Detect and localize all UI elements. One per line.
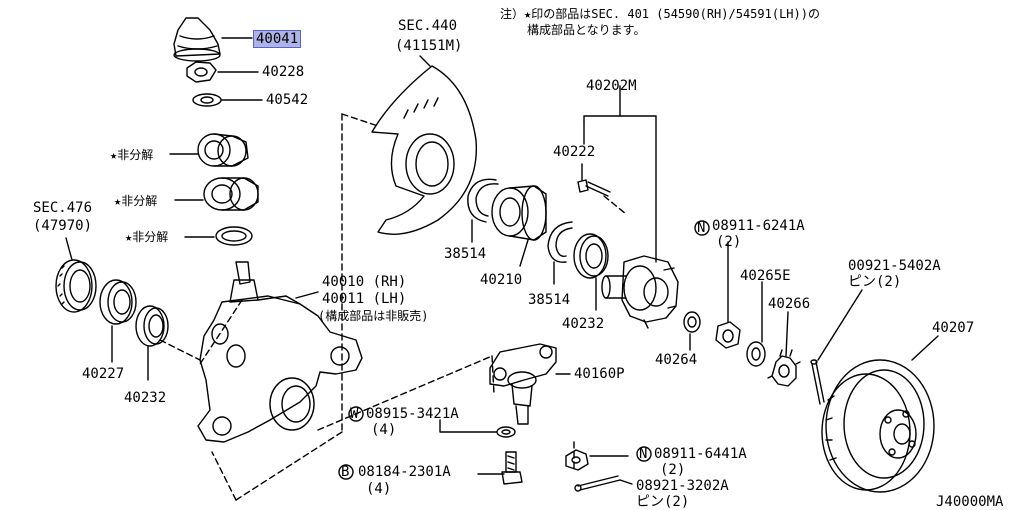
non-disassembly-label-1: ★非分解 (110, 148, 154, 162)
nut-40228[interactable] (186, 61, 217, 83)
part-label-40222[interactable]: 40222 (553, 144, 596, 160)
steering-knuckle[interactable] (197, 261, 363, 443)
snap-ring-38514-b[interactable] (547, 221, 573, 263)
note-line-2: 構成部品となります。 (527, 23, 646, 37)
part-label-00921-5402a[interactable]: 00921-5402A (848, 258, 941, 274)
part-label-38514-b[interactable]: 38514 (528, 292, 571, 308)
part-label-08911-6441a[interactable]: 08911-6441A (654, 446, 747, 462)
part-qty-08911-6241a: (2) (716, 234, 742, 250)
seal-40227[interactable] (99, 279, 137, 325)
part-qty-08184: (4) (366, 481, 392, 497)
part-label-08921-3202a[interactable]: 08921-3202A (636, 478, 729, 494)
bolt-08184[interactable] (501, 451, 523, 485)
part-qty-08921: ピン(2) (636, 494, 690, 510)
part-label-40265e[interactable]: 40265E (740, 268, 791, 284)
abs-sensor-ring-47970[interactable] (55, 259, 97, 313)
part-label-08915-3421a[interactable]: 08915-3421A (366, 406, 459, 422)
section-label-47970[interactable]: (47970) (33, 218, 93, 234)
section-label-41151m[interactable]: (41151M) (395, 38, 463, 54)
bearing-upper[interactable] (197, 133, 249, 167)
dust-boot-40041[interactable] (173, 17, 221, 62)
nut-08911-6441a[interactable] (565, 449, 589, 471)
part-note-not-sold: (構成部品は非販売) (318, 309, 429, 323)
circle-n-2: N (639, 446, 648, 462)
brake-disc-40207[interactable] (821, 359, 935, 493)
section-label-sec476[interactable]: SEC.476 (33, 200, 93, 216)
lock-nut-08911-6241a[interactable] (715, 321, 741, 349)
cotter-pin-00921-5402a[interactable] (810, 359, 825, 405)
washer-40542[interactable] (192, 93, 222, 107)
part-label-08184-2301a[interactable]: 08184-2301A (358, 464, 451, 480)
note-line-1: 注）★印の部品はSEC. 401 (54590(RH)/54591(LH))の (500, 7, 820, 21)
washer-40265e[interactable] (746, 341, 766, 367)
part-label-40266[interactable]: 40266 (768, 296, 811, 312)
part-label-40041[interactable]: 40041 (253, 30, 302, 48)
non-disassembly-label-3: ★非分解 (125, 230, 169, 244)
part-label-40210[interactable]: 40210 (480, 272, 523, 288)
seal-40232-left[interactable] (135, 305, 169, 347)
part-label-38514-a[interactable]: 38514 (444, 246, 487, 262)
part-qty-08915: (4) (371, 422, 397, 438)
backing-plate-41151m[interactable] (371, 65, 478, 235)
part-label-08911-6241a[interactable]: 08911-6241A (712, 218, 805, 234)
part-label-40160p[interactable]: 40160P (574, 366, 625, 382)
diagram-id: J40000MA (936, 494, 1004, 510)
washer-08915[interactable] (496, 426, 516, 438)
assembly-guide-lines (159, 113, 627, 501)
part-label-40232-left[interactable]: 40232 (124, 390, 167, 406)
part-label-40207[interactable]: 40207 (932, 320, 975, 336)
wheel-hub-40202m[interactable] (601, 255, 679, 329)
circle-w: W (350, 406, 359, 422)
circle-n-1: N (697, 220, 706, 236)
hub-bearing-40210[interactable] (491, 185, 547, 241)
part-label-40232-right[interactable]: 40232 (562, 316, 605, 332)
seal-ring[interactable] (215, 226, 253, 246)
washer-40264[interactable] (683, 311, 701, 333)
part-qty-00921: ピン(2) (848, 274, 902, 290)
section-label-sec440[interactable]: SEC.440 (398, 18, 458, 34)
hub-bolt-40222[interactable] (577, 179, 611, 197)
part-label-40264[interactable]: 40264 (655, 352, 698, 368)
seal-40232-right[interactable] (573, 233, 609, 279)
part-label-40202m[interactable]: 40202M (586, 78, 637, 94)
part-label-40010[interactable]: 40010 (RH) (322, 274, 407, 290)
bearing-middle[interactable] (203, 177, 259, 211)
part-label-40228[interactable]: 40228 (262, 64, 305, 80)
part-qty-08911-6441a: (2) (660, 462, 686, 478)
non-disassembly-label-2: ★非分解 (114, 194, 158, 208)
cotter-pin-08921[interactable] (574, 475, 621, 492)
ball-joint-40160p[interactable] (489, 343, 557, 425)
part-label-40011[interactable]: 40011 (LH) (322, 291, 407, 307)
snap-ring-38514-a[interactable] (467, 178, 499, 223)
label-circles (338, 220, 710, 480)
part-label-40542[interactable]: 40542 (266, 92, 309, 108)
circle-b: B (341, 464, 350, 480)
part-label-40227[interactable]: 40227 (82, 366, 125, 382)
castle-nut-40266[interactable] (767, 349, 801, 387)
